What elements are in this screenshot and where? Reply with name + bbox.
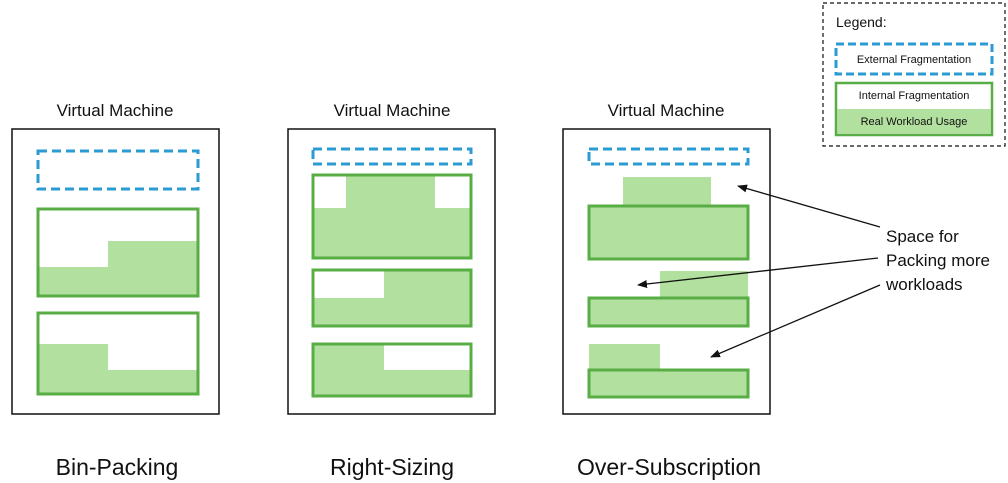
- legend-external-label: External Fragmentation: [857, 54, 971, 66]
- workload-allocation: [311, 268, 473, 328]
- panel-1-vm-title: Virtual Machine: [57, 101, 174, 120]
- workload-allocation: [587, 296, 750, 328]
- legend: Legend: External Fragmentation Internal …: [822, 2, 1006, 147]
- workload-usage: [313, 370, 471, 396]
- legend-internal-label: Internal Fragmentation: [859, 90, 970, 102]
- workload-usage: [346, 175, 435, 208]
- workload-usage: [660, 271, 748, 298]
- panel-over-subscription: Virtual Machine Over-Subscription: [562, 101, 771, 480]
- workload-usage: [384, 270, 471, 298]
- legend-external-swatch: [834, 42, 994, 76]
- annotation-line-3: workloads: [885, 275, 963, 294]
- arrow-to-workload-1: [737, 184, 881, 228]
- panel-3-caption: Over-Subscription: [577, 454, 761, 480]
- panel-2-vm-title: Virtual Machine: [334, 101, 451, 120]
- workload-usage: [38, 344, 108, 394]
- annotation: Space for Packing more workloads: [637, 184, 990, 358]
- workload-allocation: [36, 311, 200, 396]
- legend-usage-swatch: [837, 109, 991, 134]
- workload-allocation: [311, 173, 473, 260]
- legend-usage-label: Real Workload Usage: [861, 116, 968, 128]
- workload-usage: [38, 267, 108, 296]
- panel-3-vm-title: Virtual Machine: [608, 101, 725, 120]
- external-fragmentation-box: [587, 147, 750, 166]
- annotation-line-2: Packing more: [886, 251, 990, 270]
- panel-right-sizing: Virtual Machine Right-Sizing: [287, 101, 496, 480]
- annotation-line-1: Space for: [886, 227, 959, 246]
- arrow-to-workload-3: [710, 284, 881, 358]
- workload-usage: [313, 208, 471, 258]
- external-fragmentation-box: [311, 147, 473, 166]
- panel-2-caption: Right-Sizing: [330, 454, 454, 480]
- workload-usage: [623, 177, 711, 206]
- workload-allocation: [587, 204, 750, 261]
- workload-allocation: [36, 207, 200, 298]
- legend-title: Legend:: [836, 14, 887, 30]
- workload-allocation: [311, 342, 473, 398]
- workload-usage: [313, 298, 471, 326]
- panel-1-caption: Bin-Packing: [56, 454, 179, 480]
- workload-usage: [589, 344, 660, 370]
- panel-bin-packing: Virtual Machine Bin-Packing: [11, 101, 220, 480]
- workload-usage: [313, 344, 384, 370]
- workload-usage: [108, 370, 198, 394]
- arrow-to-workload-2: [637, 257, 879, 288]
- workload-usage: [108, 241, 198, 296]
- workload-allocation: [587, 368, 750, 399]
